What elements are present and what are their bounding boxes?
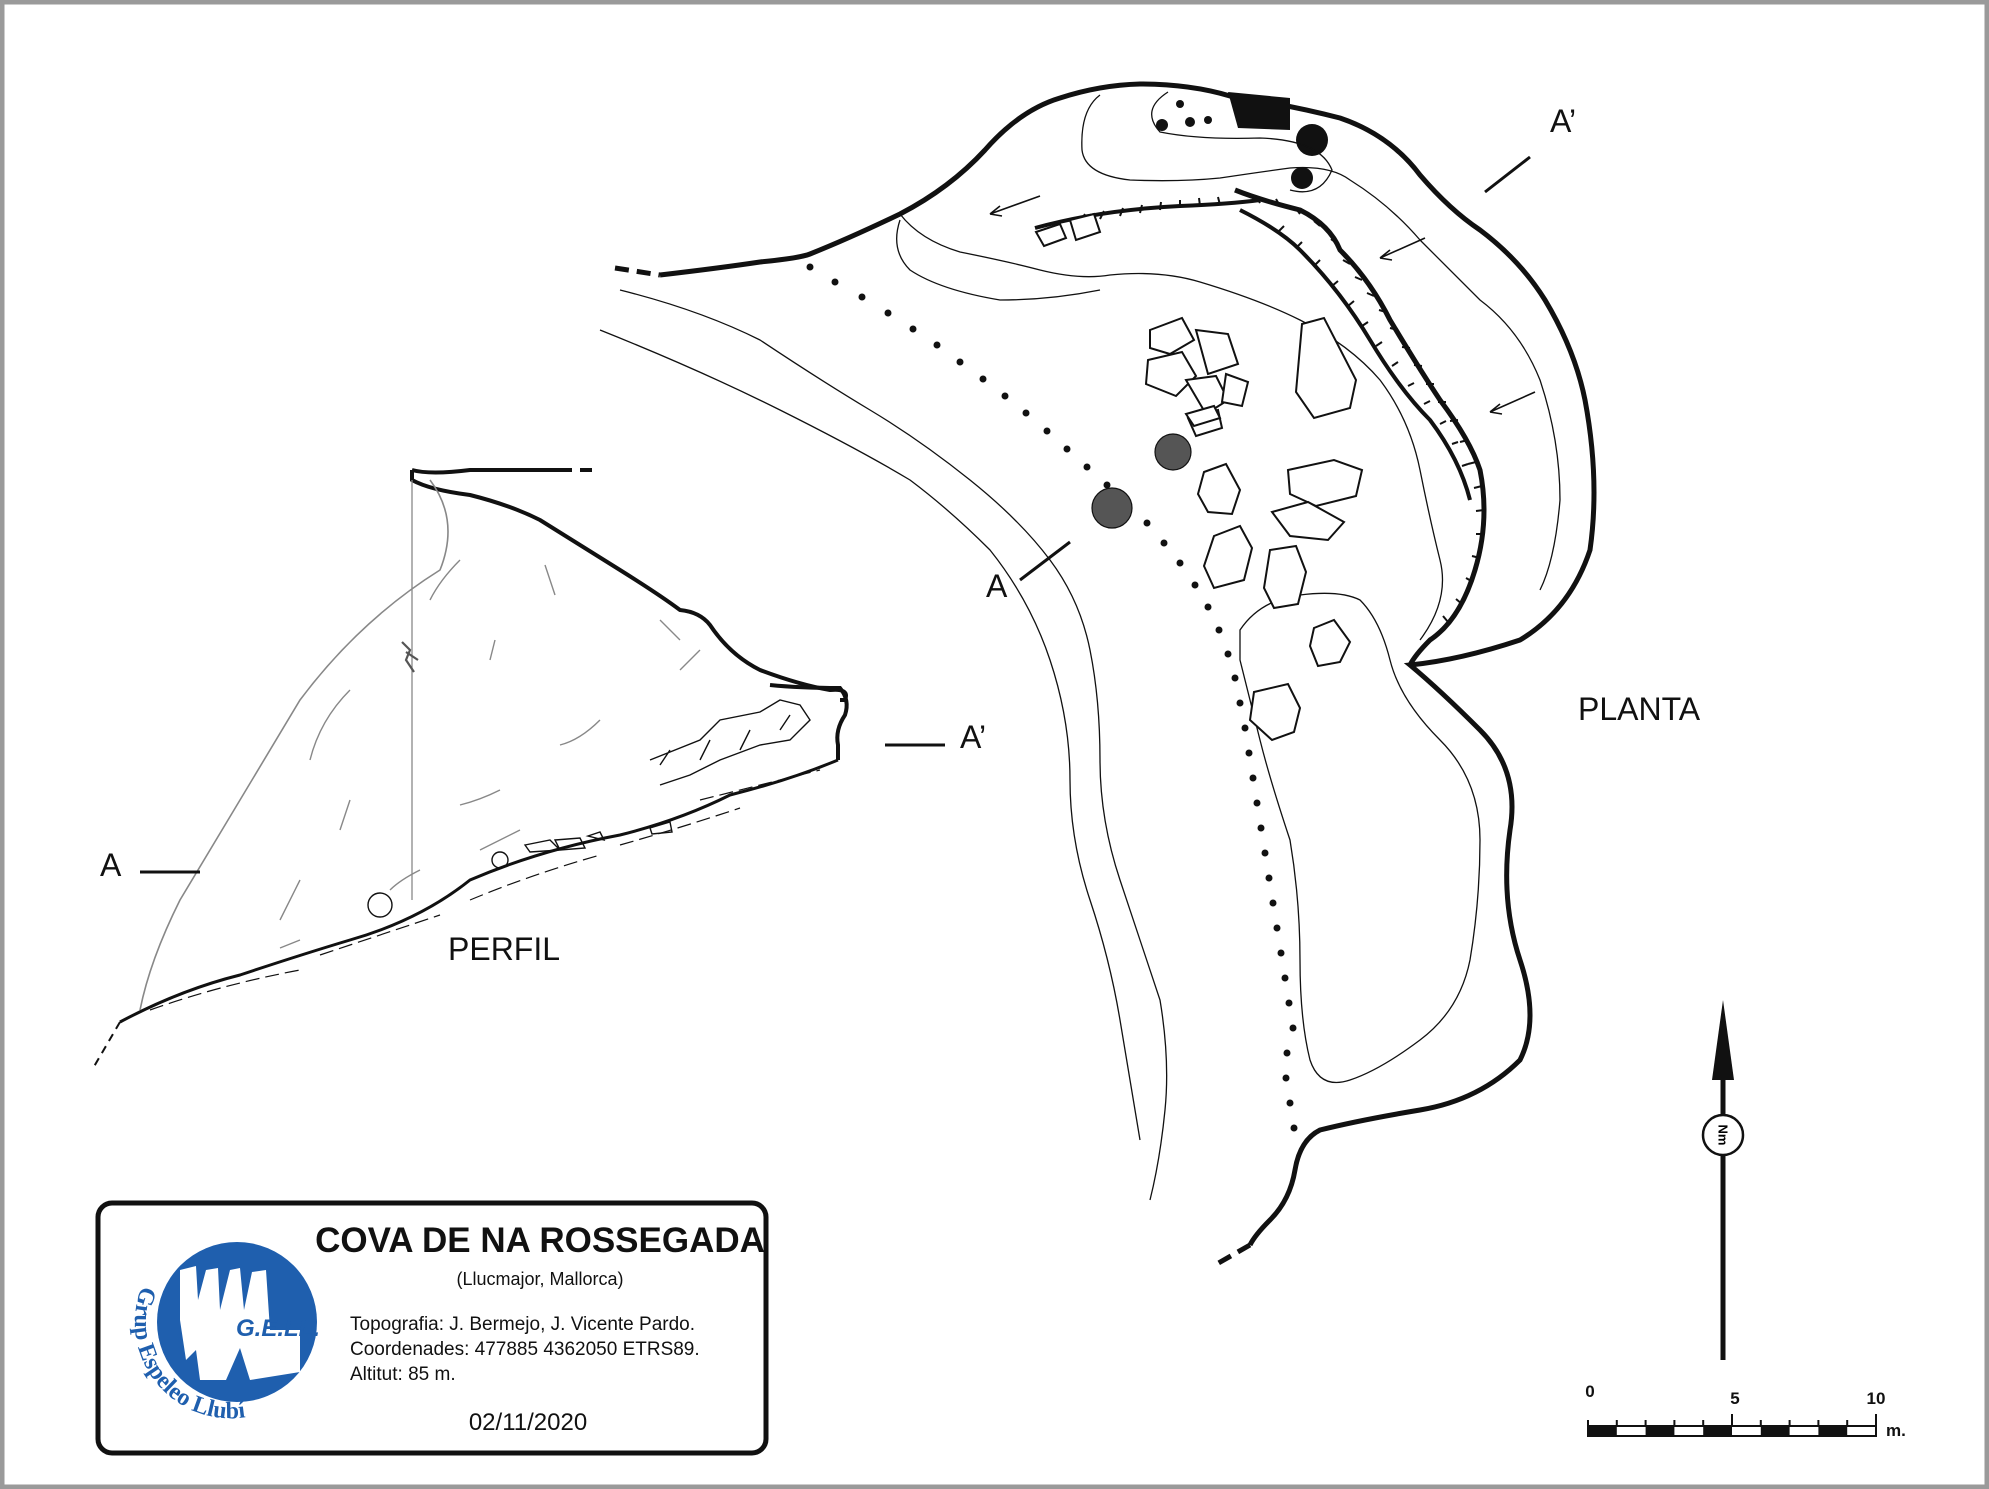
scale-label-5: 5	[1730, 1389, 1739, 1408]
profile-top-line	[411, 468, 560, 475]
profile-view-label: PERFIL	[448, 931, 560, 967]
plan-contour-1	[899, 213, 1444, 641]
profile-floor	[119, 758, 839, 1024]
profile-slope-line	[139, 479, 449, 1011]
title-block: G.E.LL. Grup Espeleo Llubí COVA DE NA RO…	[95, 1200, 769, 1456]
plan-view-label: PLANTA	[1578, 691, 1701, 727]
slope-arrow-3	[1489, 391, 1536, 415]
profile-floor-blocks	[523, 821, 673, 853]
climber-figure	[401, 641, 419, 673]
scale-seg-1	[1588, 1426, 1617, 1436]
scale-seg-5	[1703, 1426, 1732, 1436]
profile-ceiling-2	[769, 683, 849, 760]
north-arrow: Nm	[1701, 1000, 1745, 1360]
cave-location: (Llucmajor, Mallorca)	[456, 1269, 623, 1289]
plan-contour-6	[896, 219, 1101, 301]
scale-bar: 0 5 10 m.	[1585, 1382, 1906, 1440]
shrub-icons	[1091, 433, 1192, 529]
profile-wall-marks	[279, 559, 701, 949]
logo-cave-silhouette	[180, 1266, 300, 1380]
north-arrow-label: Nm	[1716, 1125, 1731, 1146]
plan-inner-wall	[1234, 187, 1487, 667]
topography-credit: Topografia: J. Bermejo, J. Vicente Pardo…	[350, 1314, 695, 1335]
coordinates-text: Coordenades: 477885 4362050 ETRS89.	[350, 1339, 700, 1360]
boulders	[1034, 212, 1364, 742]
plan-entrance-dashed	[614, 265, 661, 278]
slope-arrow-2	[1379, 237, 1426, 261]
dark-features	[1156, 92, 1328, 189]
plan-section-A-label: A	[986, 568, 1008, 604]
plan-contour-2	[1081, 94, 1561, 591]
scale-seg-7	[1760, 1426, 1790, 1436]
cave-title: COVA DE NA ROSSEGADA	[315, 1221, 765, 1260]
plan-outer-wall	[659, 81, 1597, 1247]
plan-contour-3	[619, 289, 1168, 1201]
scale-label-10: 10	[1867, 1389, 1886, 1408]
profile-blocks	[649, 699, 811, 786]
north-arrow-head-icon	[1712, 1000, 1734, 1080]
plan-inner-ledge-2	[1239, 208, 1472, 501]
slope-arrow-1	[989, 195, 1041, 217]
plan-view	[599, 81, 1597, 1268]
survey-date: 02/11/2020	[469, 1409, 587, 1436]
profile-section-A-prime-label: A’	[960, 719, 986, 755]
plan-contour-4	[599, 329, 1141, 1141]
scale-ticks	[1615, 1414, 1877, 1436]
scale-seg-9	[1818, 1426, 1848, 1436]
north-arrow-circle	[1701, 1113, 1745, 1157]
profile-view	[91, 468, 945, 1071]
plan-ledge-2-hatch	[1277, 225, 1469, 467]
scale-unit: m.	[1886, 1421, 1906, 1440]
plan-section-A-prime-label: A’	[1550, 103, 1576, 139]
scale-label-0: 0	[1585, 1382, 1594, 1401]
logo-abbreviation: G.E.LL.	[236, 1315, 320, 1342]
plan-contour-5	[1239, 592, 1481, 1084]
gell-logo: G.E.LL. Grup Espeleo Llubí	[129, 1242, 320, 1424]
scale-seg-3	[1645, 1426, 1675, 1436]
profile-floor-hatch	[149, 769, 821, 1011]
altitude-text: Altitut: 85 m.	[350, 1364, 456, 1385]
profile-section-A-label: A	[100, 847, 122, 883]
profile-bush-1	[367, 892, 393, 918]
plan-section-A	[1019, 540, 1071, 582]
plan-outer-wall-dashed-end	[1213, 1242, 1252, 1268]
plan-section-A-prime	[1484, 155, 1531, 194]
traverse-dots	[806, 263, 1298, 1132]
profile-floor-start-dashed	[91, 1021, 121, 1071]
plan-contour-top	[1151, 91, 1333, 193]
profile-bush-2	[491, 851, 509, 869]
